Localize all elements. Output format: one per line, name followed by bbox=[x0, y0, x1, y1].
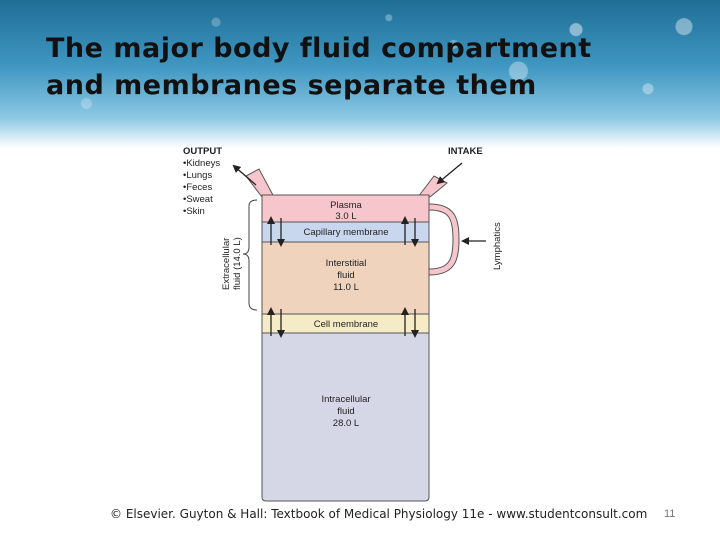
output-item-kidneys: •Kidneys bbox=[183, 158, 220, 169]
ecf-bracket bbox=[242, 199, 258, 311]
copyright-footer: © Elsevier. Guyton & Hall: Textbook of M… bbox=[110, 507, 648, 521]
interstitial-label: Interstitial bbox=[326, 258, 367, 269]
slide-title: The major body fluid compartment and mem… bbox=[46, 30, 686, 104]
page-number: 11 bbox=[664, 508, 676, 520]
cell-membrane-label: Cell membrane bbox=[314, 319, 378, 330]
intracellular-volume: 28.0 L bbox=[333, 418, 359, 429]
intracellular-label: Intracellular bbox=[321, 394, 370, 405]
plasma-volume: 3.0 L bbox=[335, 211, 356, 222]
slide-title-line-1: The major body fluid compartment bbox=[46, 33, 592, 64]
ecf-label-line-1: Extracellular bbox=[221, 238, 232, 290]
lymphatics-label: Lymphatics bbox=[492, 222, 503, 270]
output-item-skin: •Skin bbox=[183, 206, 205, 217]
slide-title-line-2: and membranes separate them bbox=[46, 70, 537, 101]
output-item-feces: •Feces bbox=[183, 182, 212, 193]
intracellular-label-fluid: fluid bbox=[337, 406, 354, 417]
intake-arrow bbox=[436, 162, 463, 185]
output-item-lungs: •Lungs bbox=[183, 170, 212, 181]
capillary-membrane-label: Capillary membrane bbox=[303, 227, 388, 238]
output-label: OUTPUT bbox=[183, 146, 222, 157]
output-item-sweat: •Sweat bbox=[183, 194, 213, 205]
interstitial-compartment bbox=[261, 241, 430, 315]
intake-label: INTAKE bbox=[448, 146, 483, 157]
ecf-label-line-2: fluid (14.0 L) bbox=[232, 237, 243, 290]
plasma-label: Plasma bbox=[330, 200, 362, 211]
header-banner bbox=[0, 0, 720, 148]
output-arrow bbox=[232, 164, 257, 186]
output-spout bbox=[245, 168, 275, 198]
interstitial-label-fluid: fluid bbox=[337, 270, 354, 281]
intracellular-compartment bbox=[261, 332, 430, 502]
interstitial-volume: 11.0 L bbox=[333, 282, 359, 293]
lymphatic-vessel bbox=[428, 204, 459, 275]
